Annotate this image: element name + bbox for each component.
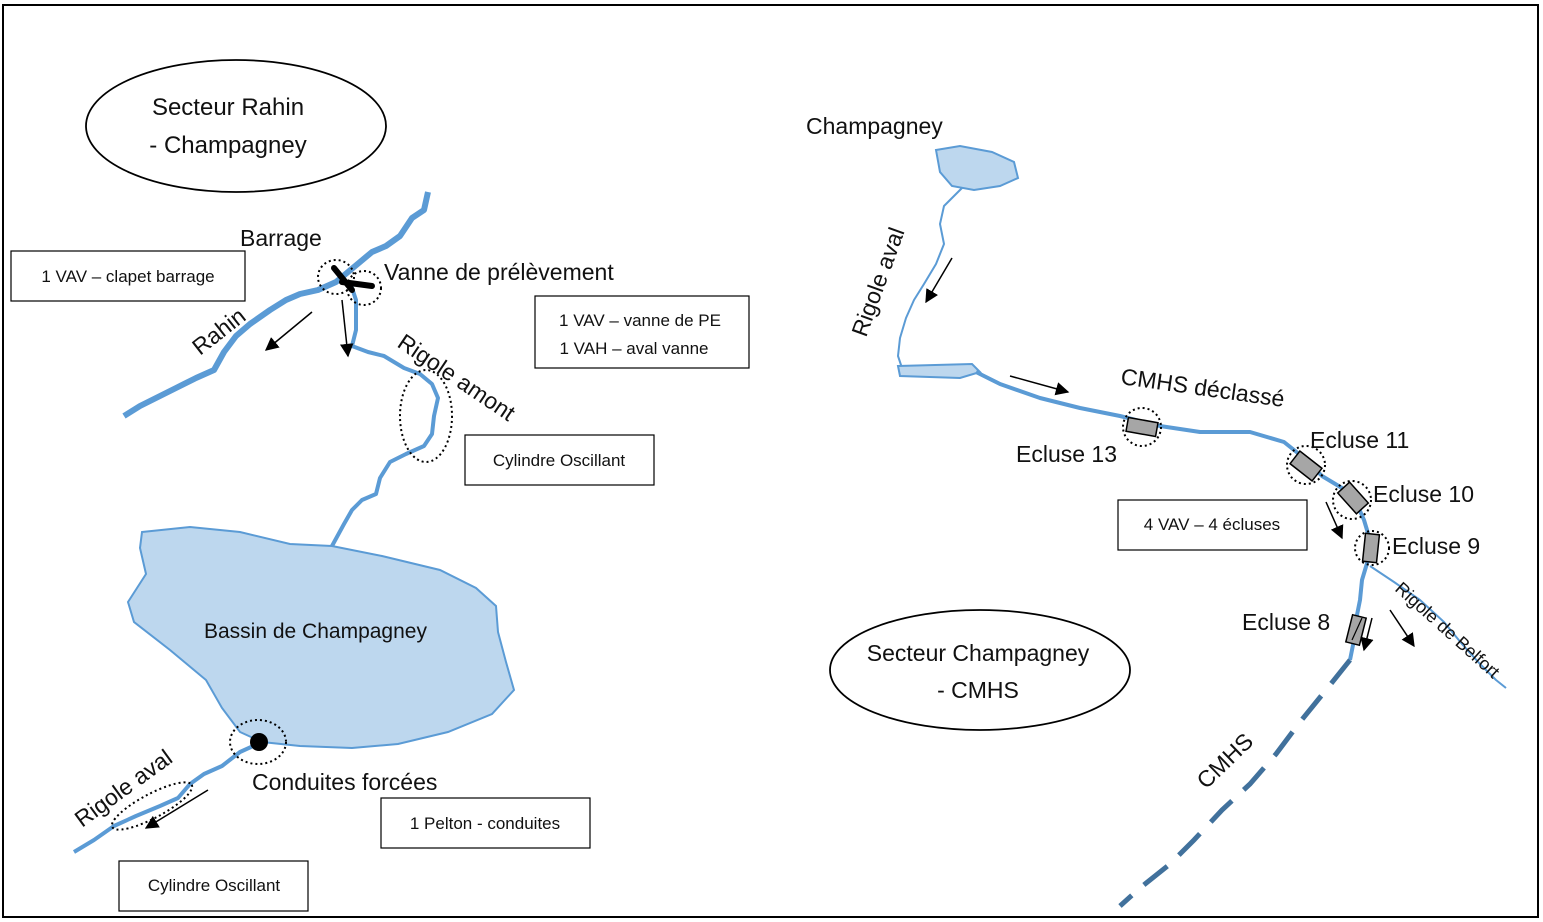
flow-arrow-rigole-aval-left xyxy=(144,789,209,829)
sector-title-cmhs-line2: - CMHS xyxy=(937,677,1019,703)
label-cmhs-declasse: CMHS déclassé xyxy=(1119,363,1286,412)
flow-arrow-rigole-aval-right xyxy=(925,257,953,304)
sector-title-rahin-line2: - Champagney xyxy=(149,132,306,159)
box-vah-aval-text: 1 VAH – aval vanne xyxy=(560,339,709,358)
rigole-aval-right xyxy=(897,187,963,369)
rigole-aval-left xyxy=(72,740,263,854)
box-cylindre-2-text: Cylindre Oscillant xyxy=(148,876,281,895)
ecluse-9-symbol xyxy=(1361,532,1381,564)
flow-arrow-belfort xyxy=(1389,609,1415,648)
label-ecluse-9: Ecluse 9 xyxy=(1392,533,1480,559)
box-cylindre-2 xyxy=(118,860,309,912)
label-champagney: Champagney xyxy=(806,113,943,139)
flow-arrow-channel xyxy=(1009,375,1070,396)
label-conduites-forcees: Conduites forcées xyxy=(252,769,437,795)
flow-arrow-rahin xyxy=(264,311,313,351)
box-vav-vanne-text: 1 VAV – vanne de PE xyxy=(559,311,721,330)
label-bassin: Bassin de Champagney xyxy=(204,620,427,643)
label-ecluse-13: Ecluse 13 xyxy=(1016,441,1117,467)
rigole-amont xyxy=(330,281,440,547)
rigole-belfort xyxy=(1369,565,1507,689)
box-vav-ecluses-text: 4 VAV – 4 écluses xyxy=(1144,515,1280,534)
ecluse-13-symbol xyxy=(1125,416,1159,438)
box-vav-ecluses xyxy=(1117,499,1308,551)
flow-arrow-vanne xyxy=(339,299,354,358)
sector-title-cmhs-line1: Secteur Champagney xyxy=(867,640,1090,666)
sector-ellipse-rahin xyxy=(85,59,387,193)
label-barrage: Barrage xyxy=(240,225,322,251)
cmhs-dashed xyxy=(1118,658,1352,908)
vanne-marker xyxy=(346,270,382,306)
champagney-pond xyxy=(934,144,1020,192)
label-rigole-aval-right: Rigole aval xyxy=(846,224,909,340)
sector-ellipse-cmhs xyxy=(829,609,1131,731)
box-vav-vanne xyxy=(534,295,750,369)
label-ecluse-10: Ecluse 10 xyxy=(1373,481,1474,507)
small-pond xyxy=(896,362,982,380)
box-vav-clapet xyxy=(10,250,246,302)
rahin-river xyxy=(122,191,431,419)
ecluse-11-symbol xyxy=(1288,450,1324,482)
rigole-amont-marker xyxy=(399,369,453,463)
conduites-point xyxy=(250,733,268,751)
box-cylindre-1-text: Cylindre Oscillant xyxy=(493,451,626,470)
barrage-marker xyxy=(317,259,355,295)
ecluse-8-cross xyxy=(1351,617,1363,641)
flow-arrow-ecluse-8 xyxy=(1360,617,1374,652)
flow-arrow-ecluse-10 xyxy=(1325,501,1344,540)
label-vanne-prelevement: Vanne de prélèvement xyxy=(384,259,614,285)
barrage-symbol xyxy=(331,265,375,293)
ecluse-13-marker xyxy=(1122,407,1162,447)
ecluse-11-marker xyxy=(1286,445,1326,485)
ecluse-10-symbol xyxy=(1336,481,1370,515)
ecluse-10-marker xyxy=(1332,480,1372,520)
box-pelton xyxy=(380,797,591,849)
bassin-champagney xyxy=(126,525,516,750)
label-ecluse-8: Ecluse 8 xyxy=(1242,609,1330,635)
box-cylindre-1 xyxy=(464,434,655,486)
ecluse-9-marker xyxy=(1354,530,1390,566)
label-rigole-belfort: Rigole de Belfort xyxy=(1391,578,1503,682)
box-vav-clapet-text: 1 VAV – clapet barrage xyxy=(41,267,214,286)
conduites-marker xyxy=(229,719,287,765)
rigole-aval-left-marker xyxy=(110,781,194,831)
label-ecluse-11: Ecluse 11 xyxy=(1310,427,1409,453)
sector-title-rahin-line1: Secteur Rahin xyxy=(152,94,304,121)
box-pelton-text: 1 Pelton - conduites xyxy=(410,814,560,833)
